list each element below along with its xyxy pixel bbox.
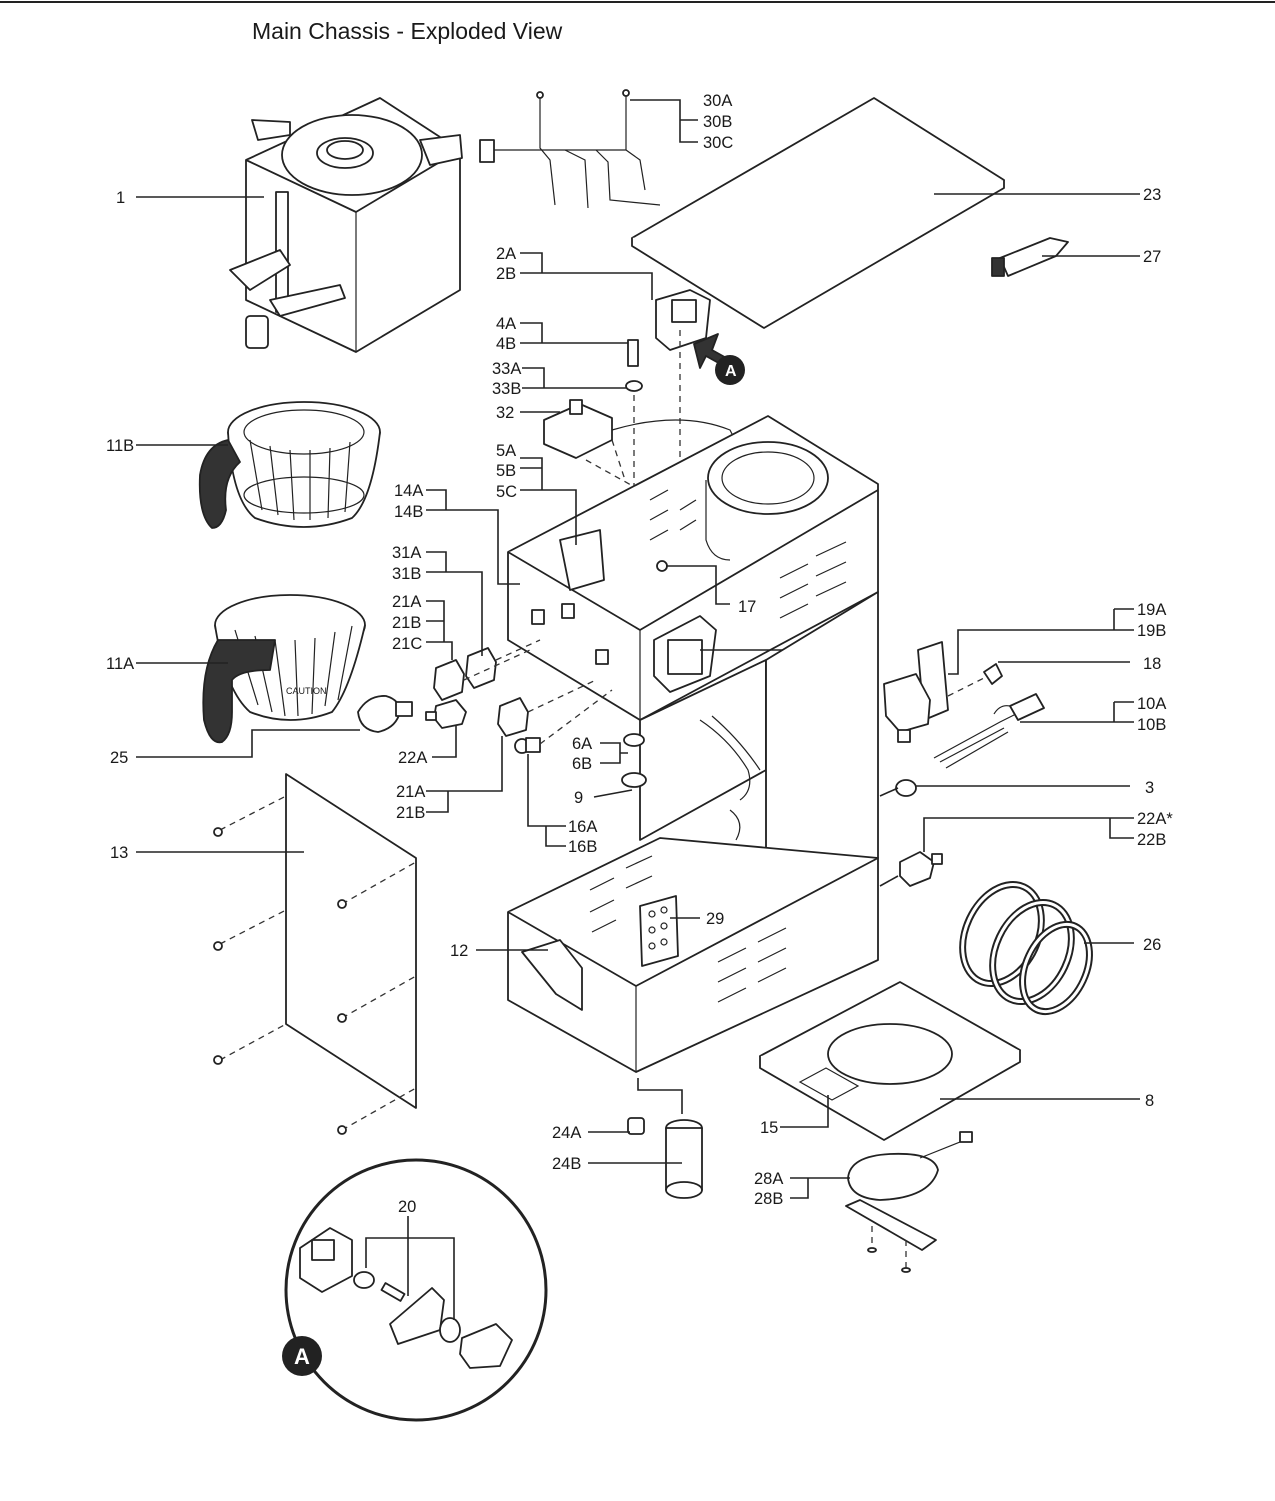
main-chassis-lower <box>507 837 879 1073</box>
part-28-heater-element <box>845 1131 973 1251</box>
label-11A: 11A <box>106 655 134 673</box>
label-33B: 33B <box>492 380 521 398</box>
part-22A-22B-switch <box>899 851 943 887</box>
page-title: Main Chassis - Exploded View <box>252 18 563 44</box>
label-21B: 21B <box>392 614 421 632</box>
part-19-inlet-valve <box>883 641 949 743</box>
label-27: 27 <box>1143 248 1161 266</box>
label-30C: 30C <box>703 134 733 152</box>
part-24A-foot <box>627 1117 645 1135</box>
label-12: 12 <box>450 942 468 960</box>
label-22A-star: 22A* <box>1137 810 1173 828</box>
label-5C: 5C <box>496 483 517 501</box>
main-chassis-middle <box>621 591 879 913</box>
part-24B-foot <box>665 1119 703 1199</box>
part-8-warmer-plate <box>759 981 1021 1141</box>
part-13-panel <box>213 773 417 1135</box>
label-28B: 28B <box>754 1190 783 1208</box>
label-17: 17 <box>738 598 756 616</box>
part-3-thermostat <box>895 779 917 797</box>
label-31B: 31B <box>392 565 421 583</box>
part-33-washer <box>625 380 643 392</box>
label-10B: 10B <box>1137 716 1166 734</box>
label-14B: 14B <box>394 503 423 521</box>
label-26: 26 <box>1143 936 1161 954</box>
main-chassis-upper <box>507 415 879 721</box>
label-5A: 5A <box>496 442 516 460</box>
label-31A: 31A <box>392 544 421 562</box>
label-6B: 6B <box>572 755 592 773</box>
label-5B: 5B <box>496 462 516 480</box>
label-22A: 22A <box>398 749 427 767</box>
part-31-switch <box>465 647 497 689</box>
label-30A: 30A <box>703 92 732 110</box>
detail-A-circle: A <box>282 1158 548 1422</box>
label-2B: 2B <box>496 265 516 283</box>
label-2A: 2A <box>496 245 516 263</box>
label-11B: 11B <box>106 437 134 455</box>
label-4A: 4A <box>496 315 516 333</box>
label-4B: 4B <box>496 335 516 353</box>
part-2-valve: A <box>655 289 745 385</box>
label-13: 13 <box>110 844 128 862</box>
label-18: 18 <box>1143 655 1161 673</box>
part-26-hose <box>959 880 1093 1016</box>
label-16B: 16B <box>568 838 597 856</box>
part-11B-brew-basket <box>198 401 381 529</box>
label-15: 15 <box>760 1119 778 1137</box>
part-10-power-cord <box>933 693 1045 769</box>
part-25-knob <box>357 695 413 733</box>
label-21A-lower: 21A <box>396 783 425 801</box>
label-9: 9 <box>574 789 583 807</box>
label-19B: 19B <box>1137 622 1166 640</box>
label-29: 29 <box>706 910 724 928</box>
part-16-light <box>514 737 541 754</box>
label-21B-lower: 21B <box>396 804 425 822</box>
label-30B: 30B <box>703 113 732 131</box>
label-23: 23 <box>1143 186 1161 204</box>
part-22A-switch <box>425 699 467 729</box>
label-24B: 24B <box>552 1155 581 1173</box>
label-33A: 33A <box>492 360 521 378</box>
label-32: 32 <box>496 404 514 422</box>
part-30-wire-harness <box>479 89 661 209</box>
part-32-timer <box>543 399 613 459</box>
part-27-tube <box>991 237 1069 277</box>
part-11A-brew-basket: CAUTION <box>202 594 366 744</box>
label-1: 1 <box>116 189 125 207</box>
label-25: 25 <box>110 749 128 767</box>
label-28A: 28A <box>754 1170 783 1188</box>
label-3: 3 <box>1145 779 1154 797</box>
part-18-fitting <box>983 663 1003 685</box>
label-22B: 22B <box>1137 831 1166 849</box>
part-23-top-cover <box>631 97 1005 329</box>
callout-A-detail: A <box>294 1344 310 1369</box>
label-21C: 21C <box>392 635 422 653</box>
label-8: 8 <box>1145 1092 1154 1110</box>
label-24A: 24A <box>552 1124 581 1142</box>
label-19A: 19A <box>1137 601 1166 619</box>
label-21A: 21A <box>392 593 421 611</box>
callout-A-top: A <box>725 363 737 380</box>
part-21-lower-switch <box>497 697 529 737</box>
label-16A: 16A <box>568 818 597 836</box>
part-1-server <box>229 97 463 353</box>
label-10A: 10A <box>1137 695 1166 713</box>
svg-text:CAUTION: CAUTION <box>286 686 327 696</box>
label-14A: 14A <box>394 482 423 500</box>
label-20: 20 <box>398 1198 416 1216</box>
part-4-fitting <box>627 339 639 367</box>
label-6A: 6A <box>572 735 592 753</box>
part-21-switch <box>433 659 465 701</box>
